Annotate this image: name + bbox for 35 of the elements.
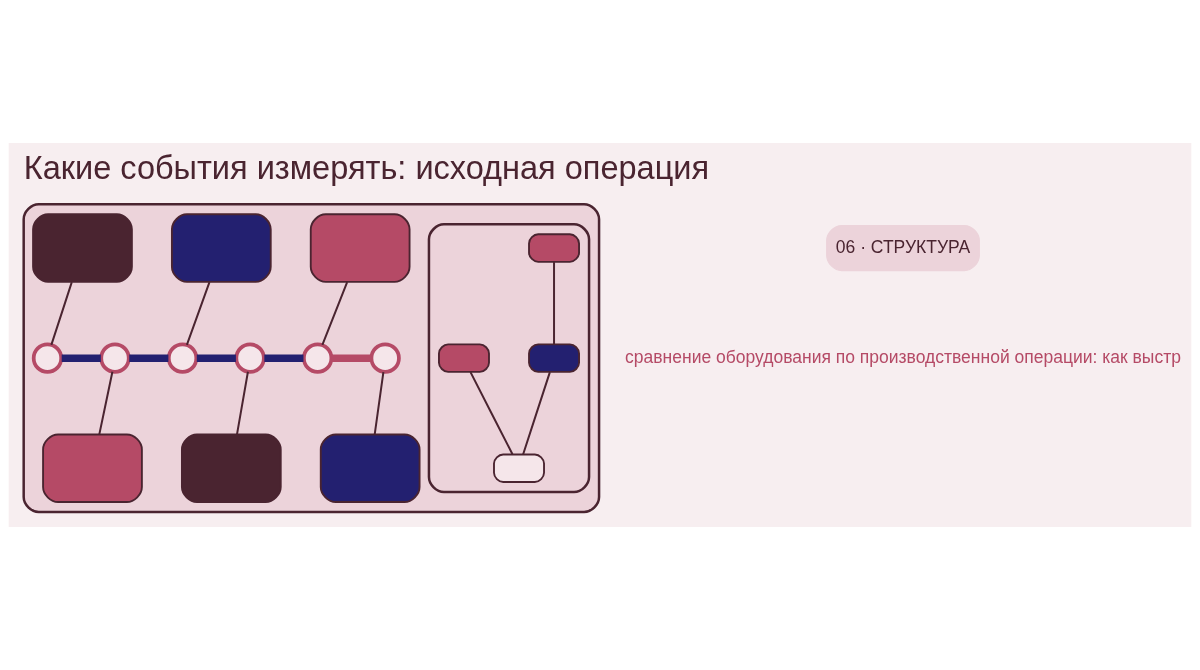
node-box	[32, 213, 133, 283]
node-box	[309, 213, 411, 283]
diagram-title: Какие события измерять: исходная операция	[23, 150, 710, 187]
connector	[373, 371, 385, 436]
connector	[196, 354, 236, 362]
label: 06 · СТРУКТУРА	[835, 236, 971, 257]
connector	[321, 281, 349, 346]
connector	[185, 281, 211, 346]
node-box	[528, 343, 580, 373]
connector	[129, 354, 169, 362]
cluster	[427, 223, 591, 494]
node-box	[319, 433, 421, 503]
node-circle	[302, 342, 334, 374]
connector	[264, 354, 304, 362]
node-circle	[369, 342, 401, 374]
connector	[236, 370, 249, 436]
node-circle	[99, 342, 131, 374]
node-circle	[166, 342, 199, 374]
node-box	[181, 433, 282, 503]
node-box	[42, 433, 143, 503]
connector	[469, 371, 514, 456]
cluster	[22, 203, 601, 514]
label: сравнение оборудования по производственной операции: как выстр	[625, 346, 1181, 367]
connector	[553, 261, 556, 346]
connector	[50, 281, 73, 346]
node-box	[438, 343, 490, 373]
connector	[61, 354, 101, 362]
node-circle	[31, 342, 64, 374]
node-box	[170, 213, 272, 283]
connector	[331, 354, 371, 362]
node-circle	[234, 342, 266, 374]
connector	[522, 371, 551, 456]
node-box	[493, 453, 545, 483]
connector	[98, 370, 114, 436]
node-box	[528, 233, 580, 263]
